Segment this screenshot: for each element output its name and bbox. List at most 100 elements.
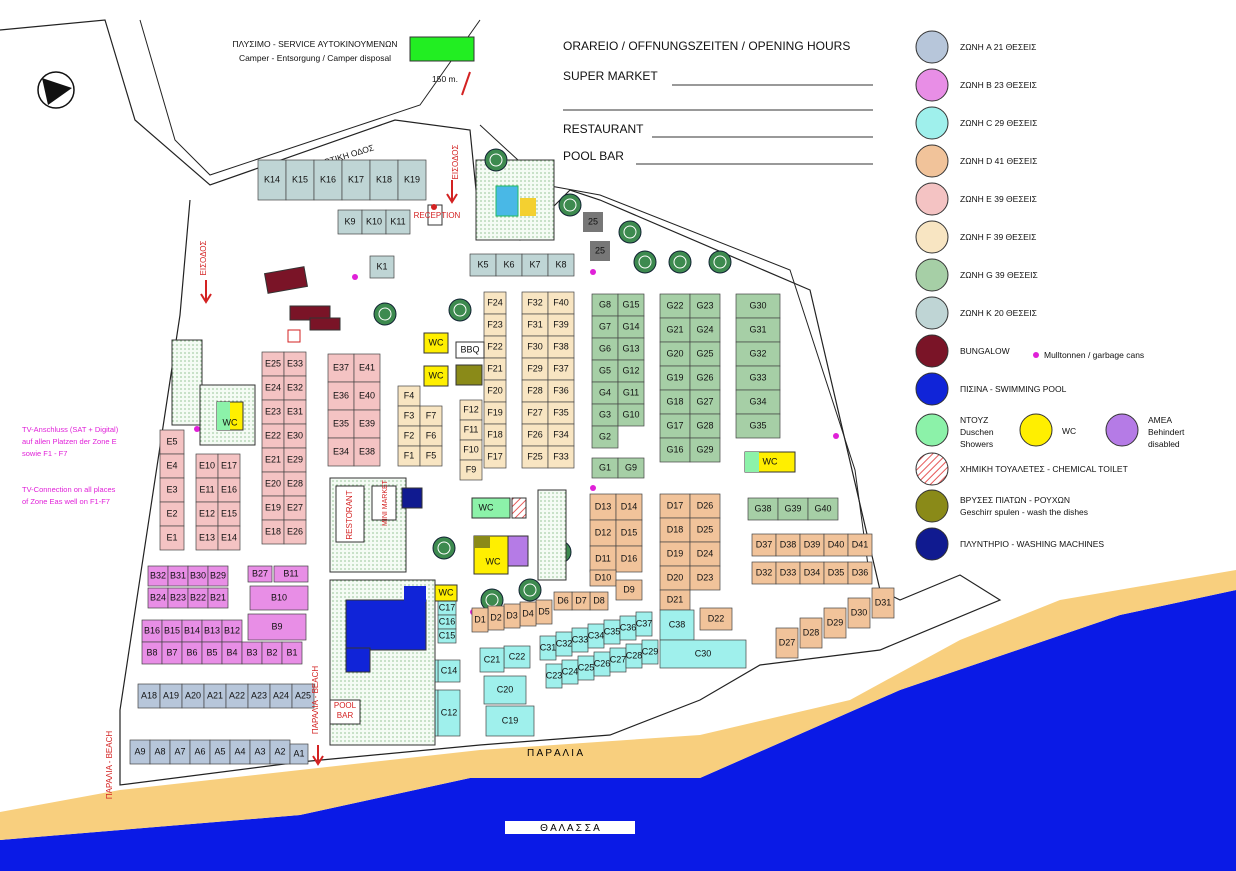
spot-b31[interactable]: B31 [167, 565, 189, 587]
spot-b29[interactable]: B29 [207, 565, 229, 587]
spot-d20[interactable]: D20 [659, 565, 691, 591]
spot-e25[interactable]: E25 [261, 351, 285, 377]
spot-k5[interactable]: K5 [469, 253, 497, 277]
spot-f18[interactable]: F18 [483, 423, 507, 447]
spot-e32[interactable]: E32 [283, 375, 307, 401]
spot-g12[interactable]: G12 [617, 359, 645, 383]
spot-d40[interactable]: D40 [823, 533, 849, 557]
spot-g7[interactable]: G7 [591, 315, 619, 339]
spot-a22[interactable]: A22 [225, 683, 249, 709]
spot-f22[interactable]: F22 [483, 335, 507, 359]
spot-d10[interactable]: D10 [589, 569, 617, 587]
spot-f10[interactable]: F10 [459, 439, 483, 461]
spot-f9[interactable]: F9 [459, 459, 483, 481]
spot-d31[interactable]: D31 [871, 587, 895, 619]
spot-d3[interactable]: D3 [503, 603, 521, 629]
spot-f40[interactable]: F40 [547, 291, 575, 315]
spot-f21[interactable]: F21 [483, 357, 507, 381]
spot-d30[interactable]: D30 [847, 597, 871, 629]
spot-b12[interactable]: B12 [221, 619, 243, 643]
spot-c24[interactable]: C24 [561, 659, 579, 685]
spot-g25[interactable]: G25 [689, 341, 721, 367]
spot-g23[interactable]: G23 [689, 293, 721, 319]
spot-d15[interactable]: D15 [615, 519, 643, 547]
spot-c26[interactable]: C26 [593, 651, 611, 677]
spot-a24[interactable]: A24 [269, 683, 293, 709]
spot-g19[interactable]: G19 [659, 365, 691, 391]
spot-d37[interactable]: D37 [751, 533, 777, 557]
spot-k7[interactable]: K7 [521, 253, 549, 277]
spot-f24[interactable]: F24 [483, 291, 507, 315]
spot-c37[interactable]: C37 [635, 611, 653, 637]
spot-b8[interactable]: B8 [141, 641, 163, 665]
spot-g33[interactable]: G33 [735, 365, 781, 391]
spot-d8[interactable]: D8 [589, 591, 609, 611]
spot-e26[interactable]: E26 [283, 519, 307, 545]
spot-g20[interactable]: G20 [659, 341, 691, 367]
spot-a4[interactable]: A4 [229, 739, 251, 765]
spot-f23[interactable]: F23 [483, 313, 507, 337]
spot-d7[interactable]: D7 [571, 591, 591, 611]
spot-g3[interactable]: G3 [591, 403, 619, 427]
spot-k8[interactable]: K8 [547, 253, 575, 277]
spot-g18[interactable]: G18 [659, 389, 691, 415]
spot-g38[interactable]: G38 [747, 497, 779, 521]
spot-b4[interactable]: B4 [221, 641, 243, 665]
spot-f4[interactable]: F4 [397, 385, 421, 407]
spot-k19[interactable]: K19 [397, 159, 427, 201]
spot-e14[interactable]: E14 [217, 525, 241, 551]
spot-d41[interactable]: D41 [847, 533, 873, 557]
spot-d33[interactable]: D33 [775, 561, 801, 585]
spot-b32[interactable]: B32 [147, 565, 169, 587]
spot-f1[interactable]: F1 [397, 445, 421, 467]
spot-g6[interactable]: G6 [591, 337, 619, 361]
spot-e3[interactable]: E3 [159, 477, 185, 503]
spot-b24[interactable]: B24 [147, 587, 169, 609]
spot-e39[interactable]: E39 [353, 409, 381, 439]
spot-e35[interactable]: E35 [327, 409, 355, 439]
spot-d27[interactable]: D27 [775, 627, 799, 659]
spot-g29[interactable]: G29 [689, 437, 721, 463]
spot-a18[interactable]: A18 [137, 683, 161, 709]
spot-d26[interactable]: D26 [689, 493, 721, 519]
spot-c38[interactable]: C38 [659, 609, 695, 641]
spot-e40[interactable]: E40 [353, 381, 381, 411]
spot-e4[interactable]: E4 [159, 453, 185, 479]
spot-d9[interactable]: D9 [615, 579, 643, 601]
spot-b10[interactable]: B10 [249, 585, 309, 611]
spot-f27[interactable]: F27 [521, 401, 549, 425]
spot-f19[interactable]: F19 [483, 401, 507, 425]
spot-d16[interactable]: D16 [615, 545, 643, 573]
spot-e33[interactable]: E33 [283, 351, 307, 377]
spot-e22[interactable]: E22 [261, 423, 285, 449]
spot-c22[interactable]: C22 [503, 645, 531, 669]
spot-f6[interactable]: F6 [419, 425, 443, 447]
spot-g32[interactable]: G32 [735, 341, 781, 367]
spot-g9[interactable]: G9 [617, 457, 645, 479]
spot-d23[interactable]: D23 [689, 565, 721, 591]
spot-e17[interactable]: E17 [217, 453, 241, 479]
spot-e5[interactable]: E5 [159, 429, 185, 455]
spot-d29[interactable]: D29 [823, 607, 847, 639]
spot-k1[interactable]: K1 [369, 255, 395, 279]
spot-e15[interactable]: E15 [217, 501, 241, 527]
spot-d39[interactable]: D39 [799, 533, 825, 557]
spot-d19[interactable]: D19 [659, 541, 691, 567]
spot-f26[interactable]: F26 [521, 423, 549, 447]
spot-a2[interactable]: A2 [269, 739, 291, 765]
spot-k18[interactable]: K18 [369, 159, 399, 201]
spot-c14[interactable]: C14 [437, 659, 461, 683]
spot-d11[interactable]: D11 [589, 545, 617, 573]
spot-g16[interactable]: G16 [659, 437, 691, 463]
spot-a20[interactable]: A20 [181, 683, 205, 709]
spot-d2[interactable]: D2 [487, 605, 505, 631]
spot-c21[interactable]: C21 [479, 647, 505, 673]
spot-g39[interactable]: G39 [777, 497, 809, 521]
spot-d5[interactable]: D5 [535, 599, 553, 625]
spot-f7[interactable]: F7 [419, 405, 443, 427]
spot-g30[interactable]: G30 [735, 293, 781, 319]
spot-c28[interactable]: C28 [625, 643, 643, 669]
spot-d32[interactable]: D32 [751, 561, 777, 585]
spot-g34[interactable]: G34 [735, 389, 781, 415]
spot-c19[interactable]: C19 [485, 705, 535, 737]
